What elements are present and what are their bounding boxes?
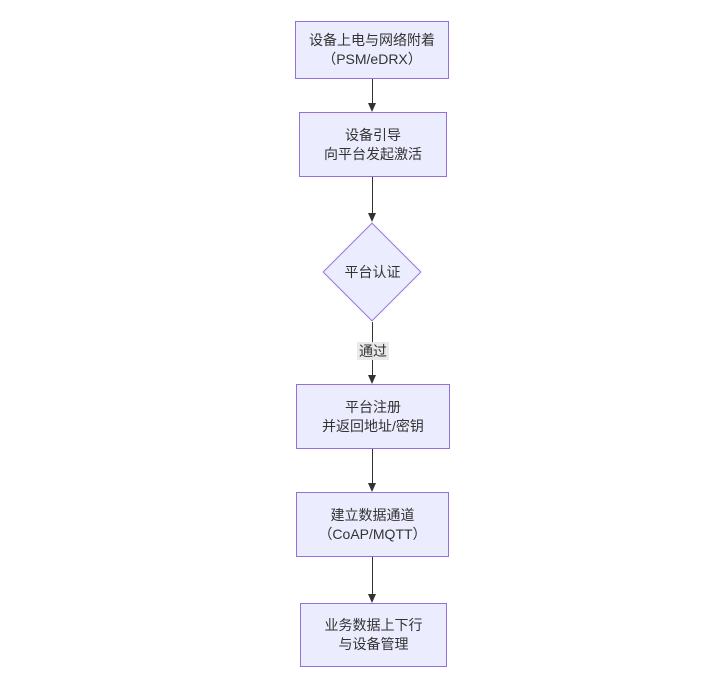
arrowhead-icon bbox=[368, 213, 376, 222]
flow-node-power-attach: 设备上电与网络附着 （PSM/eDRX） bbox=[295, 21, 449, 79]
arrowhead-icon bbox=[368, 483, 376, 492]
arrowhead-icon bbox=[368, 594, 376, 603]
arrowhead-icon bbox=[368, 375, 376, 384]
flow-node-business-data: 业务数据上下行 与设备管理 bbox=[300, 603, 447, 667]
edge-label-pass: 通过 bbox=[357, 342, 389, 360]
flow-node-data-channel: 建立数据通道 （CoAP/MQTT） bbox=[296, 492, 449, 557]
edge-line-e-f bbox=[372, 557, 373, 594]
arrowhead-icon bbox=[368, 103, 376, 112]
flow-node-bootstrap-activate: 设备引导 向平台发起激活 bbox=[299, 112, 447, 177]
node-text-line: （CoAP/MQTT） bbox=[318, 525, 427, 542]
edge-line-b-c bbox=[372, 177, 373, 213]
node-text-line: 设备上电与网络附着 bbox=[309, 32, 435, 48]
node-text-line: （PSM/eDRX） bbox=[322, 51, 422, 67]
flow-node-platform-register: 平台注册 并返回地址/密钥 bbox=[296, 384, 450, 449]
node-text-line: 建立数据通道 bbox=[330, 506, 415, 523]
node-text-line: 与设备管理 bbox=[338, 636, 409, 652]
node-text-line: 业务数据上下行 bbox=[324, 617, 423, 633]
node-text-line: 设备引导 bbox=[345, 126, 401, 143]
edge-line-a-b bbox=[372, 79, 373, 103]
node-text-line: 向平台发起激活 bbox=[324, 145, 422, 162]
node-text-line: 并返回地址/密钥 bbox=[322, 417, 424, 434]
node-text-line: 平台注册 bbox=[345, 398, 401, 415]
node-text-line: 平台认证 bbox=[344, 264, 401, 280]
edge-line-d-e bbox=[372, 449, 373, 483]
